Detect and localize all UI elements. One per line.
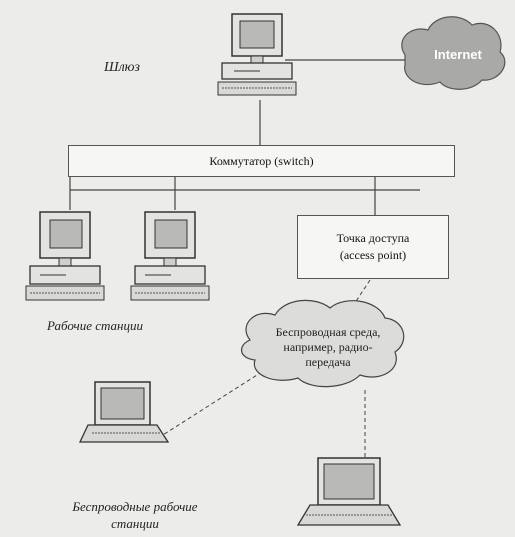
- gateway-computer-icon: [217, 13, 297, 96]
- laptop-2-icon: [296, 457, 402, 526]
- wired-connections: [69, 59, 420, 215]
- access-point-box: Точка доступа (access point): [297, 215, 449, 279]
- link-medium-laptop1: [154, 367, 269, 441]
- gateway-label: Шлюз: [103, 60, 141, 75]
- wireless-medium-label: Беспроводная среда, например, радио- пер…: [258, 325, 398, 370]
- wireless-workstations-line1: Беспроводные рабочие: [72, 499, 198, 514]
- access-point-label-line2: (access point): [339, 248, 407, 262]
- wireless-workstations-label: Беспроводные рабочие станции: [60, 498, 210, 532]
- internet-cloud-icon: [401, 16, 506, 90]
- laptop-1-icon: [78, 381, 170, 443]
- wireless-workstations-line2: станции: [111, 516, 159, 531]
- internet-label: Internet: [434, 47, 482, 62]
- wireless-medium-line2: например, радио-: [283, 340, 373, 354]
- wireless-medium-line1: Беспроводная среда,: [275, 325, 381, 339]
- workstations-label: Рабочие станции: [47, 318, 143, 333]
- access-point-label-line1: Точка доступа: [336, 231, 410, 245]
- workstation-1-icon: [25, 211, 105, 301]
- workstation-2-icon: [130, 211, 210, 301]
- wireless-medium-line3: передача: [305, 355, 351, 369]
- switch-box: Коммутатор (switch): [68, 145, 455, 177]
- switch-label: Коммутатор (switch): [209, 153, 314, 168]
- wireless-medium-cloud-icon: [241, 299, 405, 388]
